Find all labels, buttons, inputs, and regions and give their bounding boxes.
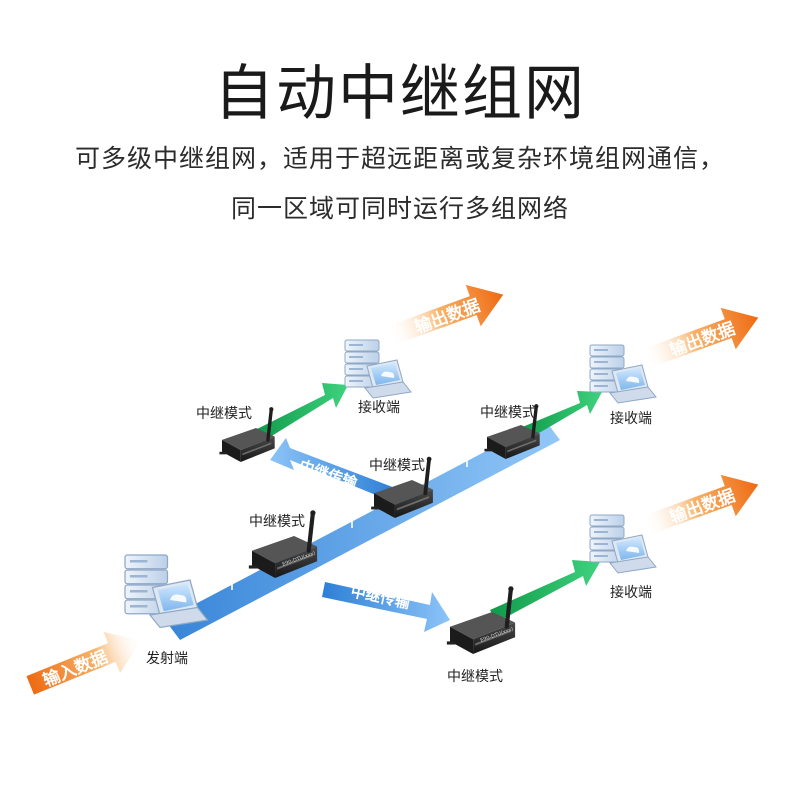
sender-terminal: 发射端 bbox=[124, 554, 209, 667]
output-data-arrow-1: 输出数据 bbox=[387, 284, 504, 346]
relay-path-lower bbox=[322, 582, 450, 632]
sender-label: 发射端 bbox=[146, 651, 188, 667]
relay-mode-label-2: 中继模式 bbox=[480, 405, 536, 421]
output-path-left bbox=[255, 383, 348, 442]
output-data-label-2: 输出数据 bbox=[667, 318, 738, 361]
receiver-terminal-1: 接收端 bbox=[344, 339, 412, 416]
relay-mode-label-5: 中继模式 bbox=[447, 669, 503, 685]
output-path-right-bottom bbox=[490, 560, 600, 622]
output-data-label-3: 输出数据 bbox=[667, 485, 738, 528]
receiver-label-3: 接收端 bbox=[610, 584, 652, 601]
relay-device-center: 中继模式 bbox=[369, 454, 435, 520]
output-data-label-1: 输出数据 bbox=[412, 295, 483, 338]
output-data-arrow-2: 输出数据 bbox=[642, 307, 759, 369]
receiver-label-2: 接收端 bbox=[610, 410, 652, 427]
receiver-terminal-3: 接收端 bbox=[589, 514, 657, 601]
relay-device-top-right: 中继模式 bbox=[480, 402, 542, 461]
receiver-label-1: 接收端 bbox=[358, 399, 400, 416]
output-data-arrow-3: 输出数据 bbox=[642, 474, 759, 536]
page-title: 自动中继组网 bbox=[214, 59, 586, 129]
relay-transfer-label-upper: 中继传输 bbox=[297, 457, 361, 493]
output-path-right-top bbox=[520, 391, 602, 440]
relay-device-top-left: 中继模式 bbox=[196, 405, 277, 464]
relay-mode-label-3: 中继模式 bbox=[369, 458, 425, 474]
relay-device-bottom: 中继模式 E90-DTU(xxx) bbox=[447, 586, 515, 685]
input-data-arrow: 输入数据 bbox=[26, 632, 142, 695]
relay-device-left: 中继模式 E90-DTU(xxx) bbox=[249, 510, 317, 578]
page-subtitle-line-1: 可多级中继组网，适用于超远距离或复杂环境组网通信， bbox=[74, 144, 725, 173]
relay-mode-label-1: 中继模式 bbox=[196, 406, 252, 422]
page-subtitle-line-2: 同一区域可同时运行多组网络 bbox=[230, 194, 569, 223]
relay-path-main bbox=[165, 420, 560, 640]
receiver-terminal-2: 接收端 bbox=[589, 344, 657, 427]
relay-mode-label-4: 中继模式 bbox=[249, 514, 305, 530]
relay-path-upper-left bbox=[270, 438, 395, 500]
input-data-label: 输入数据 bbox=[40, 646, 111, 691]
